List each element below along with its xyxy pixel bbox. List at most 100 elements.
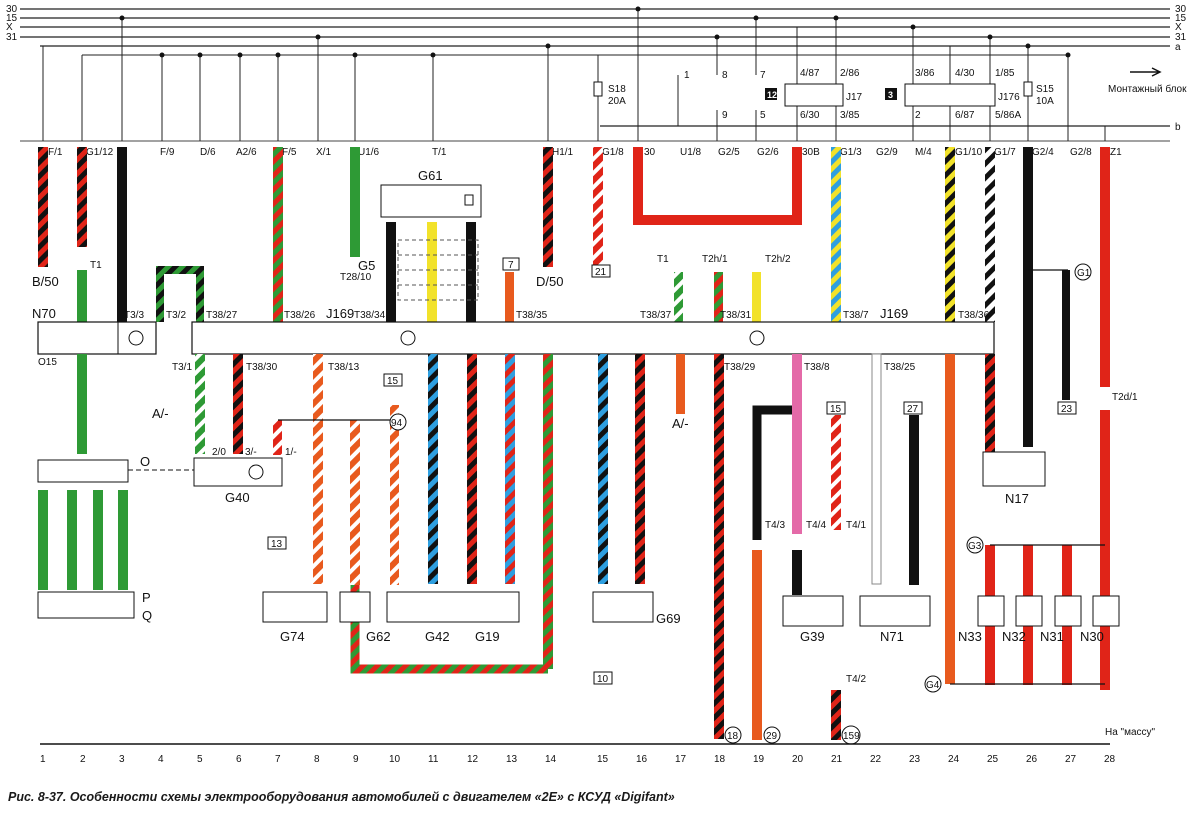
svg-text:T4/4: T4/4 [806,520,826,531]
svg-text:10A: 10A [1036,96,1054,107]
svg-text:T1: T1 [657,254,669,265]
switch-o: O [37,454,195,483]
svg-text:T38/27: T38/27 [206,310,238,321]
sensor-g39: G39 [782,595,844,644]
relay-j176: 3 J176 3/86 4/30 1/85 6/87 5/86A 2 [885,68,1021,121]
svg-text:21: 21 [831,754,843,765]
ref-boxes: 21 7 15 15 13 10 27 23 [267,257,1077,685]
svg-text:N71: N71 [880,629,904,644]
svg-text:Q: Q [142,608,152,623]
svg-text:16: 16 [636,754,648,765]
svg-text:T38/25: T38/25 [884,362,916,373]
svg-text:T3/2: T3/2 [166,310,186,321]
fuse-s15: S15 10A [1023,81,1054,107]
wires-upper [38,147,1110,447]
svg-text:27: 27 [907,404,919,415]
svg-text:T4/3: T4/3 [765,520,785,531]
relay-j17: 12 J17 4/87 2/86 6/30 3/85 [765,68,863,121]
injectors-pq: P Q [37,590,152,623]
svg-text:2/86: 2/86 [840,68,860,79]
svg-text:T38/36: T38/36 [958,310,990,321]
svg-text:G62: G62 [366,629,391,644]
svg-text:T38/30: T38/30 [246,362,278,373]
connector-labels: F/1 G1/12 F/9 D/6 A2/6 F/5 X/1 U1/6 T/1 … [48,147,1122,158]
svg-text:11: 11 [428,754,439,765]
svg-text:25: 25 [987,754,999,765]
svg-text:6: 6 [236,754,242,765]
svg-text:7: 7 [508,260,514,271]
column-numbers: 1 2 3 4 5 6 7 8 9 10 11 12 13 14 15 16 1… [40,754,1116,765]
svg-text:G3: G3 [968,541,982,552]
svg-text:S15: S15 [1036,84,1054,95]
svg-text:15: 15 [597,754,609,765]
svg-text:G1: G1 [1077,268,1091,279]
ground-label: На "массу" [1105,727,1156,738]
svg-text:G2/5: G2/5 [718,147,740,158]
injector-valves: N33 N32 N31 N30 [958,595,1120,644]
svg-text:G1/7: G1/7 [994,147,1016,158]
svg-text:7: 7 [275,754,281,765]
svg-text:T4/1: T4/1 [846,520,866,531]
label-d50: D/50 [536,274,563,289]
svg-text:N30: N30 [1080,629,1104,644]
svg-text:18: 18 [714,754,726,765]
svg-text:T38/31: T38/31 [720,310,752,321]
svg-text:N33: N33 [958,629,982,644]
svg-text:G1/10: G1/10 [955,147,983,158]
svg-text:T1: T1 [90,260,102,271]
label-a-right: A/- [672,416,689,431]
svg-text:12: 12 [467,754,479,765]
svg-text:8: 8 [314,754,320,765]
svg-text:3/85: 3/85 [840,110,860,121]
svg-text:27: 27 [1065,754,1077,765]
svg-text:4/87: 4/87 [800,68,820,79]
svg-text:14: 14 [545,754,557,765]
rail-junctions [119,6,1071,58]
svg-text:17: 17 [675,754,687,765]
svg-text:9: 9 [353,754,359,765]
label-b50: B/50 [32,274,59,289]
top-label-8: 8 [722,70,728,81]
svg-text:G61: G61 [418,168,443,183]
svg-text:T3/3: T3/3 [124,310,144,321]
svg-text:20: 20 [792,754,804,765]
svg-text:15: 15 [830,404,842,415]
svg-text:Z1: Z1 [1110,147,1122,158]
terminal-labels: T1 T1 T2h/1 T2h/2 T3/3 T3/2 T3/1 T38/27 … [90,254,1138,685]
svg-text:1/85: 1/85 [995,68,1015,79]
rail-30-right: 30 [1175,4,1187,15]
svg-text:P: P [142,590,151,605]
svg-text:G19: G19 [475,629,500,644]
sensor-g62: G62 [339,591,391,644]
svg-text:6/30: 6/30 [800,110,820,121]
valve-n17: N17 [982,451,1046,506]
svg-text:15: 15 [387,376,399,387]
svg-text:4: 4 [158,754,164,765]
g5-label: G5 [358,258,375,273]
sensor-g74: G74 [262,591,328,644]
svg-text:G69: G69 [656,611,681,626]
svg-text:5: 5 [197,754,203,765]
svg-text:T38/29: T38/29 [724,362,756,373]
svg-text:F/5: F/5 [282,147,297,158]
rail-b: b [1175,122,1181,133]
svg-text:X/1: X/1 [316,147,331,158]
svg-text:J176: J176 [998,92,1020,103]
svg-text:10: 10 [597,674,609,685]
svg-text:20A: 20A [608,96,626,107]
svg-text:T/1: T/1 [432,147,447,158]
svg-text:159: 159 [843,731,860,742]
arrow-right-icon [1130,67,1162,77]
svg-text:29: 29 [766,731,778,742]
rail-drops [42,9,1106,141]
svg-text:G74: G74 [280,629,305,644]
sensor-g40: G40 2/0 3/- 1/- [193,447,297,505]
power-rails [20,8,1170,127]
svg-text:19: 19 [753,754,765,765]
svg-text:U1/8: U1/8 [680,147,702,158]
svg-text:G2/8: G2/8 [1070,147,1092,158]
svg-text:G40: G40 [225,490,250,505]
svg-text:26: 26 [1026,754,1038,765]
svg-text:T38/8: T38/8 [804,362,830,373]
svg-text:N70: N70 [32,306,56,321]
